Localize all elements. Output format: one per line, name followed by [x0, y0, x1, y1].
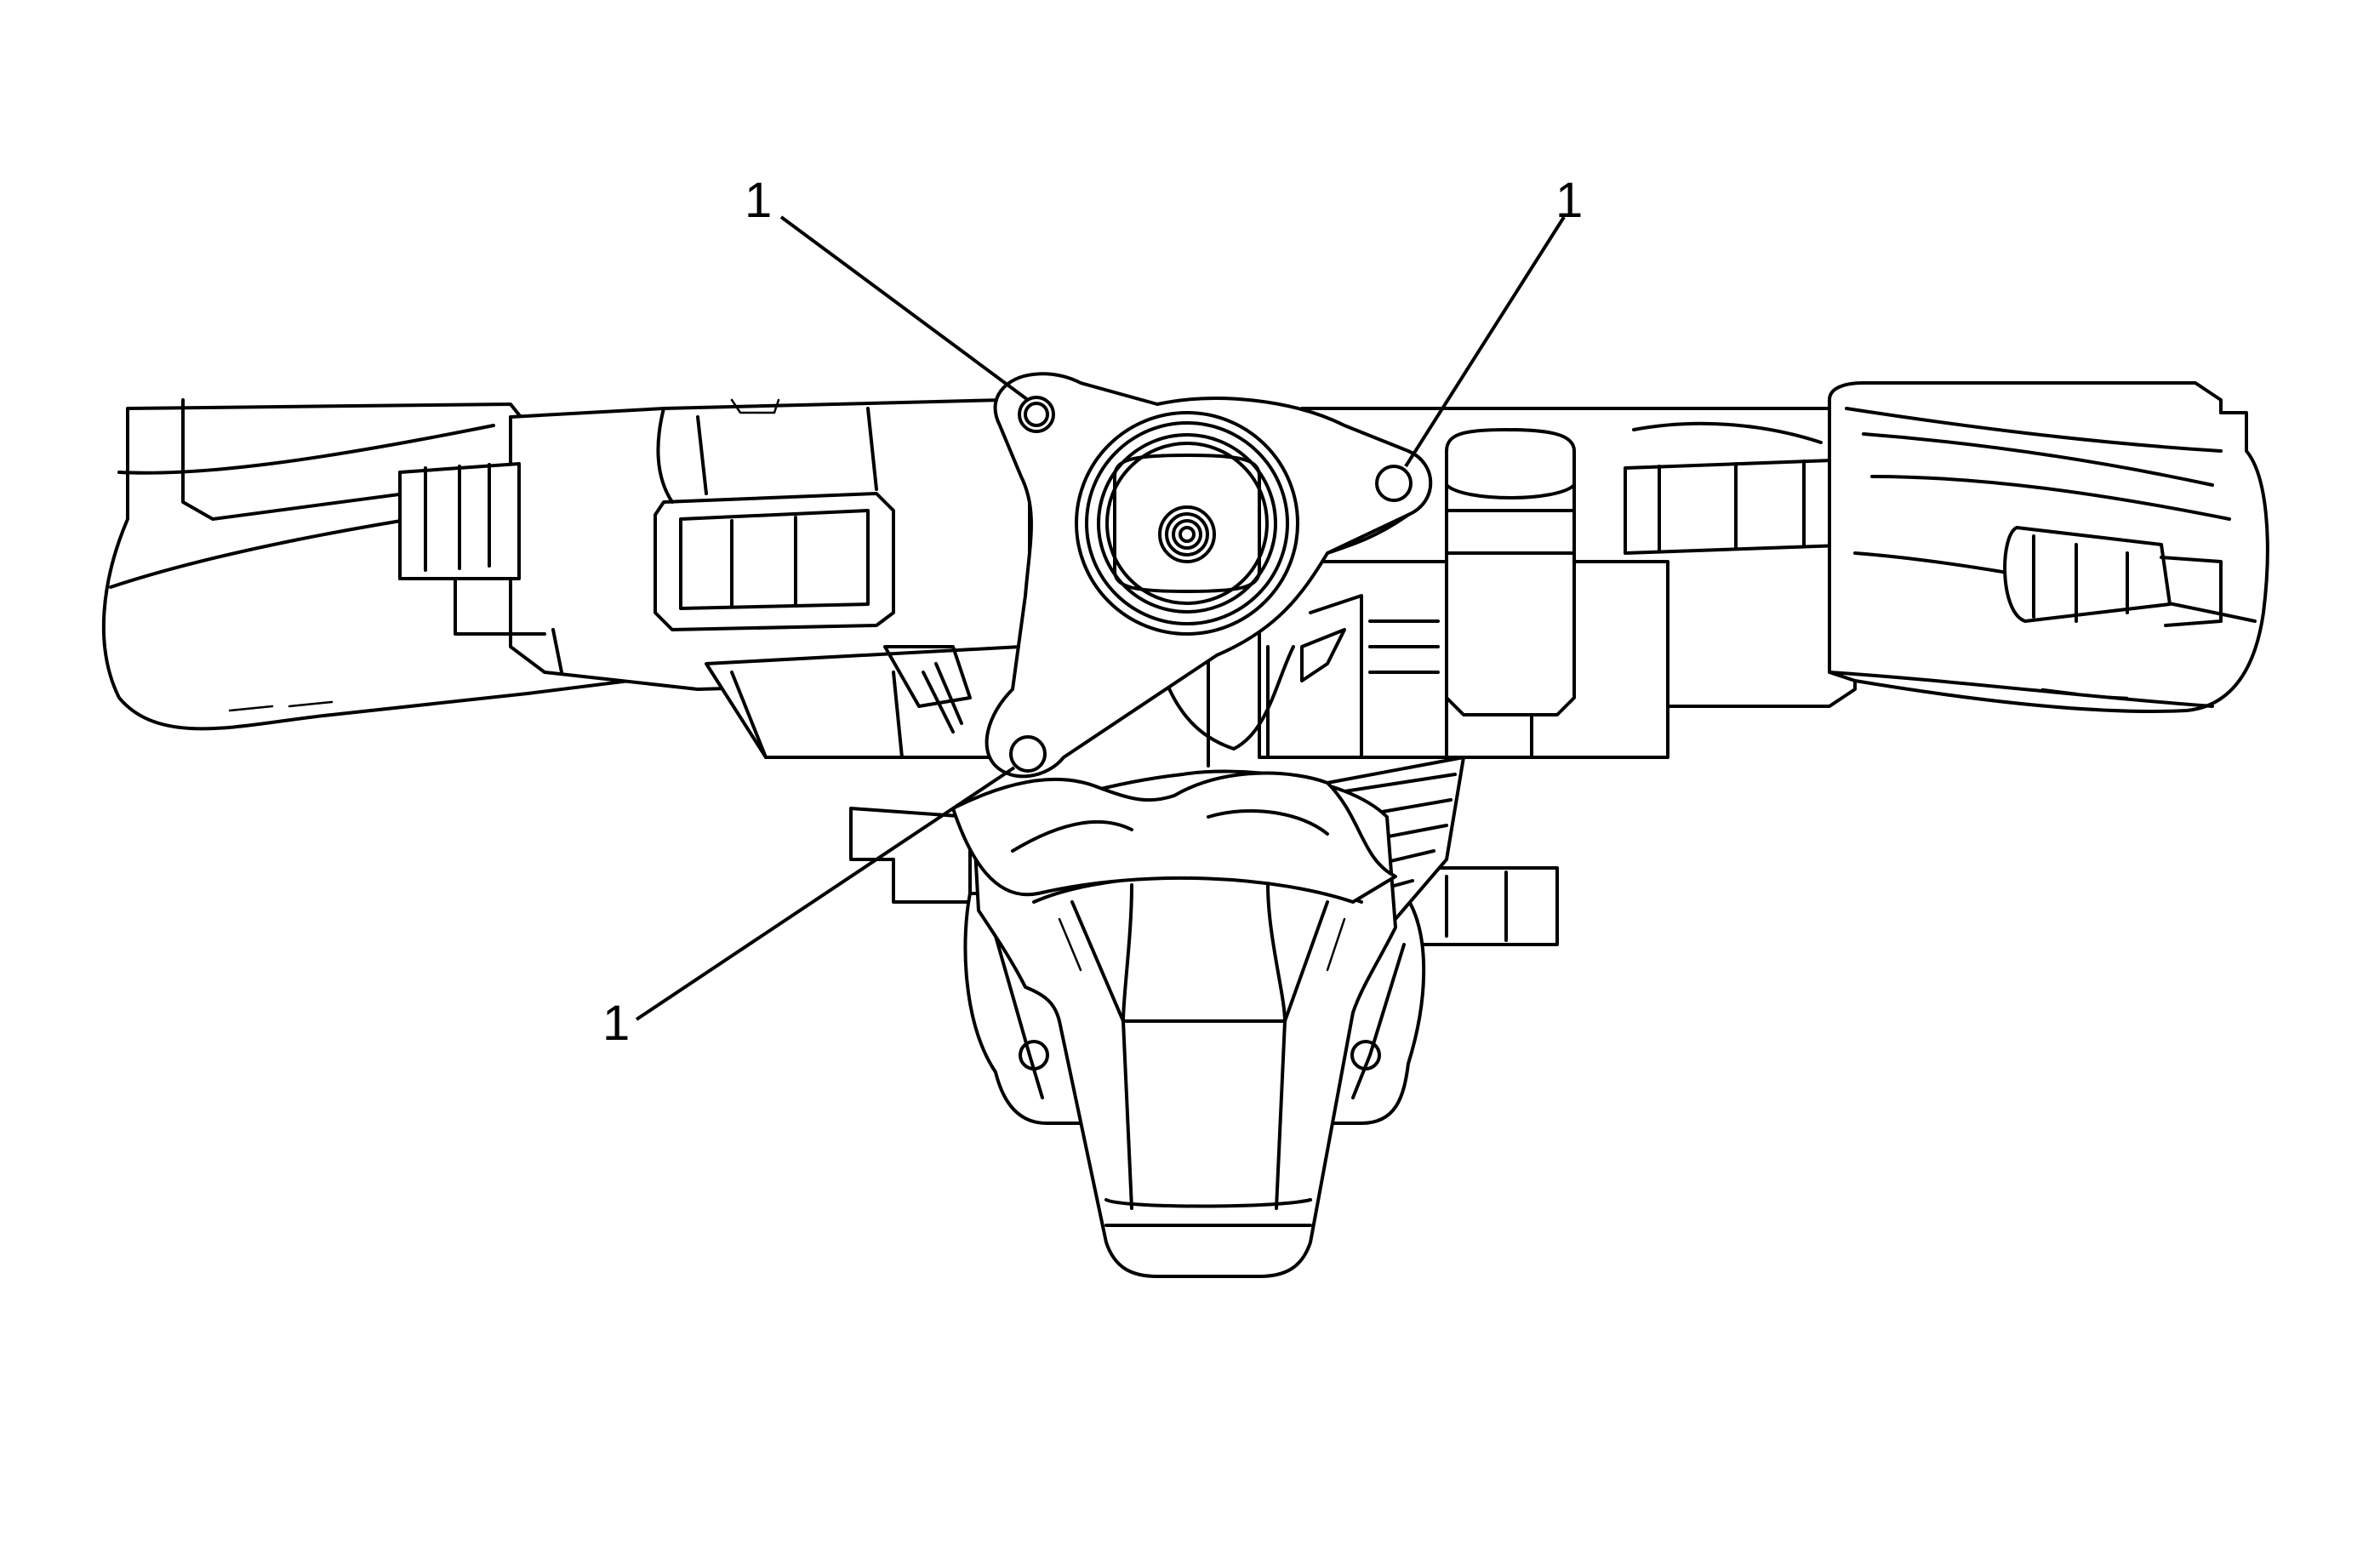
- leader-line: [1404, 215, 1566, 468]
- right-housing-arm: [1828, 381, 2269, 713]
- upper-right-mounting-hole: [1375, 465, 1413, 502]
- leader-line: [779, 215, 1030, 402]
- callout-1-upper-right: 1: [1404, 173, 1583, 468]
- callout-label: 1: [745, 173, 772, 228]
- callout-1-lower: 1: [602, 766, 1016, 1051]
- callout-label: 1: [1555, 173, 1583, 228]
- lower-housing-block: [705, 645, 1031, 759]
- callout-1-upper-left: 1: [745, 173, 1030, 402]
- mounting-holes: [1009, 396, 1413, 773]
- lower-shroud: [973, 769, 1397, 1278]
- shaft-bearing: [1075, 411, 1299, 636]
- callout-label: 1: [602, 996, 630, 1051]
- leader-line: [635, 766, 1016, 1021]
- lower-mounting-hole: [1009, 735, 1047, 773]
- left-center-block: [398, 398, 1031, 691]
- upper-shroud: [951, 628, 1397, 904]
